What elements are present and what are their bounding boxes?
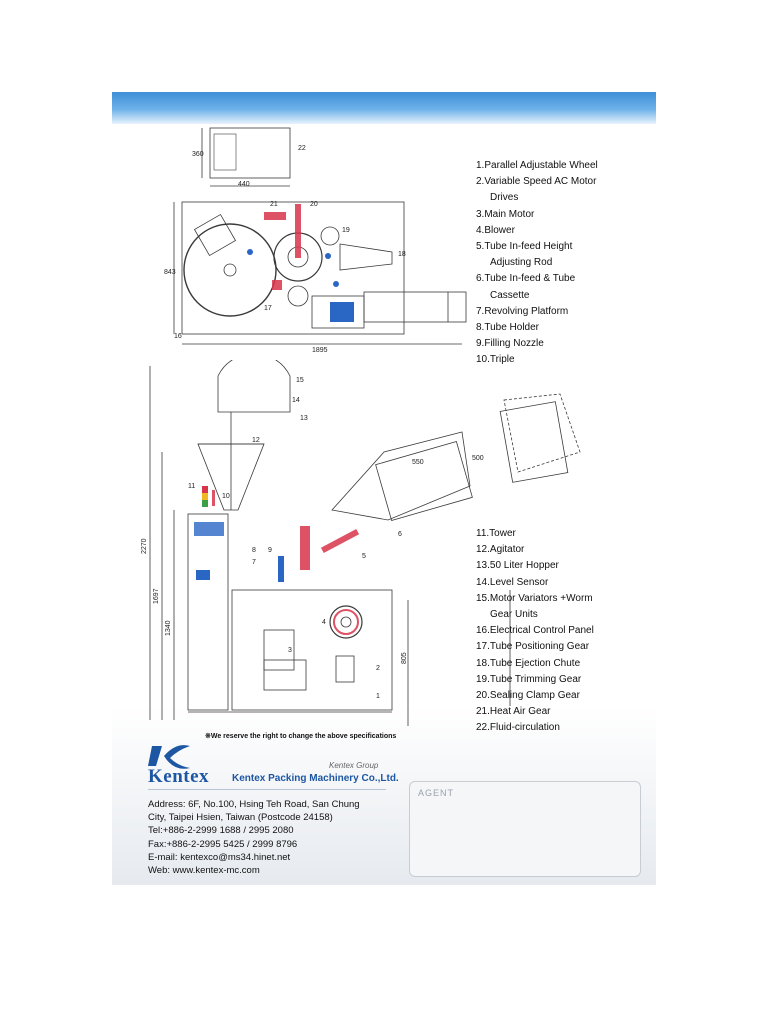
legend-item: 2.Variable Speed AC Motor: [476, 176, 597, 188]
dim-1340: 1340: [165, 620, 172, 636]
legend-item: 22.Fluid-circulation: [476, 722, 560, 734]
callout-17: 17: [264, 305, 272, 312]
dim-1697: 1697: [153, 588, 160, 604]
email-line: E-mail: kentexco@ms34.hinet.net: [148, 851, 291, 863]
legend-item: 20.Sealing Clamp Gear: [476, 690, 580, 702]
plan-view-drawing: 440 360 1895 843 22 21 20 19 18 17 16: [164, 127, 467, 354]
callout-21: 21: [270, 201, 278, 208]
legend-item: Gear Units: [490, 609, 538, 621]
dim-805: 805: [401, 652, 408, 664]
legend-item: 16.Electrical Control Panel: [476, 625, 594, 637]
callout-1: 1: [376, 693, 380, 700]
sealing-clamp-gear: [295, 204, 301, 258]
fluid-circulation-box: [209, 127, 291, 179]
fax-line: Fax:+886-2-2995 5425 / 2999 8796: [148, 838, 298, 850]
control-panel-cabinet: [187, 513, 229, 711]
callout-6: 6: [398, 531, 402, 538]
callout-15: 15: [296, 377, 304, 384]
machine-lower-cabinet: [231, 589, 393, 711]
callout-20: 20: [310, 201, 318, 208]
tube-cassette: [330, 302, 354, 322]
legend-item: 18.Tube Ejection Chute: [476, 657, 581, 669]
callout-22: 22: [298, 145, 306, 152]
legend-item: 4.Blower: [476, 224, 515, 236]
callout-7: 7: [252, 559, 256, 566]
callout-13: 13: [300, 415, 308, 422]
callout-5: 5: [362, 553, 366, 560]
legend-item: 8.Tube Holder: [476, 322, 539, 334]
dim-550: 550: [412, 459, 424, 466]
legend-item: Adjusting Rod: [490, 257, 553, 269]
kentex-logo: [148, 745, 190, 769]
signal-tower: [202, 486, 208, 507]
address-line-2: City, Taipei Hsien, Taiwan (Postcode 241…: [148, 812, 333, 824]
brand-name: Kentex: [148, 766, 210, 787]
legend-item: 6.Tube In-feed & Tube: [476, 273, 576, 285]
legend-items-11-22: 11.Tower 12.Agitator 13.50 Liter Hopper 14.…: [476, 526, 594, 737]
agent-box: AGENT: [409, 781, 641, 877]
spec-disclaimer: ※We reserve the right to change the abov…: [205, 733, 397, 740]
dim-2270: 2270: [141, 538, 148, 554]
divider: [148, 789, 386, 790]
legend-item: 13.50 Liter Hopper: [476, 560, 559, 572]
ac-drive: [335, 655, 355, 683]
main-motor: [263, 659, 307, 691]
callout-14: 14: [292, 397, 300, 404]
callout-9: 9: [268, 547, 272, 554]
company-name: Kentex Packing Machinery Co.,Ltd.: [232, 773, 399, 784]
side-view-drawing: 2270 1697 1340 805 550 500 15 14 13 12 1…: [141, 360, 581, 726]
legend-item: 12.Agitator: [476, 544, 525, 556]
callout-8: 8: [252, 547, 256, 554]
legend-item: 17.Tube Positioning Gear: [476, 641, 590, 653]
legend-item: 9.Filling Nozzle: [476, 338, 544, 350]
legend-item: 21.Heat Air Gear: [476, 706, 551, 718]
brochure-page: 440 360 1895 843 22 21 20 19 18 17 16 1.…: [112, 92, 656, 885]
revolving-platform-circle: [183, 223, 277, 317]
legend-item: 10.Triple: [476, 354, 515, 366]
legend-items-1-10: 1.Parallel Adjustable Wheel 2.Variable Sp…: [476, 158, 598, 369]
callout-19: 19: [342, 227, 350, 234]
callout-10: 10: [222, 493, 230, 500]
motor-housing: [217, 360, 291, 413]
callout-16: 16: [174, 333, 182, 340]
legend-item: 3.Main Motor: [476, 208, 535, 220]
legend-item: 7.Revolving Platform: [476, 305, 569, 317]
legend-item: Cassette: [490, 289, 530, 301]
contact-block: Address: 6F, No.100, Hsing Teh Road, San…: [148, 798, 360, 877]
group-name: Kentex Group: [329, 761, 379, 770]
callout-18: 18: [398, 251, 406, 258]
callout-12: 12: [252, 437, 260, 444]
machine-base-outline: [181, 201, 405, 335]
dim-843: 843: [164, 269, 176, 276]
callout-11: 11: [188, 483, 195, 490]
address-line-1: Address: 6F, No.100, Hsing Teh Road, San…: [148, 799, 360, 810]
legend-item: 14.Level Sensor: [476, 576, 549, 588]
header-band: [112, 92, 656, 124]
callout-4: 4: [322, 619, 326, 626]
dim-440: 440: [238, 181, 250, 188]
dim-360: 360: [192, 151, 204, 158]
dim-500: 500: [472, 455, 484, 462]
tube-cassette: [375, 441, 473, 521]
web-line: Web: www.kentex-mc.com: [148, 865, 260, 877]
tel-line: Tel:+886-2-2999 1688 / 2995 2080: [148, 825, 294, 837]
legend-item: 15.Motor Variators +Worm: [476, 592, 593, 604]
legend-item: Drives: [490, 192, 519, 204]
legend-item: 5.Tube In-feed Height: [476, 241, 573, 253]
legend-item: 1.Parallel Adjustable Wheel: [476, 160, 598, 171]
agent-label: AGENT: [418, 788, 455, 798]
dim-1895: 1895: [312, 347, 328, 354]
legend-item: 11.Tower: [476, 528, 516, 539]
callout-2: 2: [376, 665, 380, 672]
callout-3: 3: [288, 647, 292, 654]
blower: [329, 605, 363, 639]
legend-item: 19.Tube Trimming Gear: [476, 673, 582, 685]
